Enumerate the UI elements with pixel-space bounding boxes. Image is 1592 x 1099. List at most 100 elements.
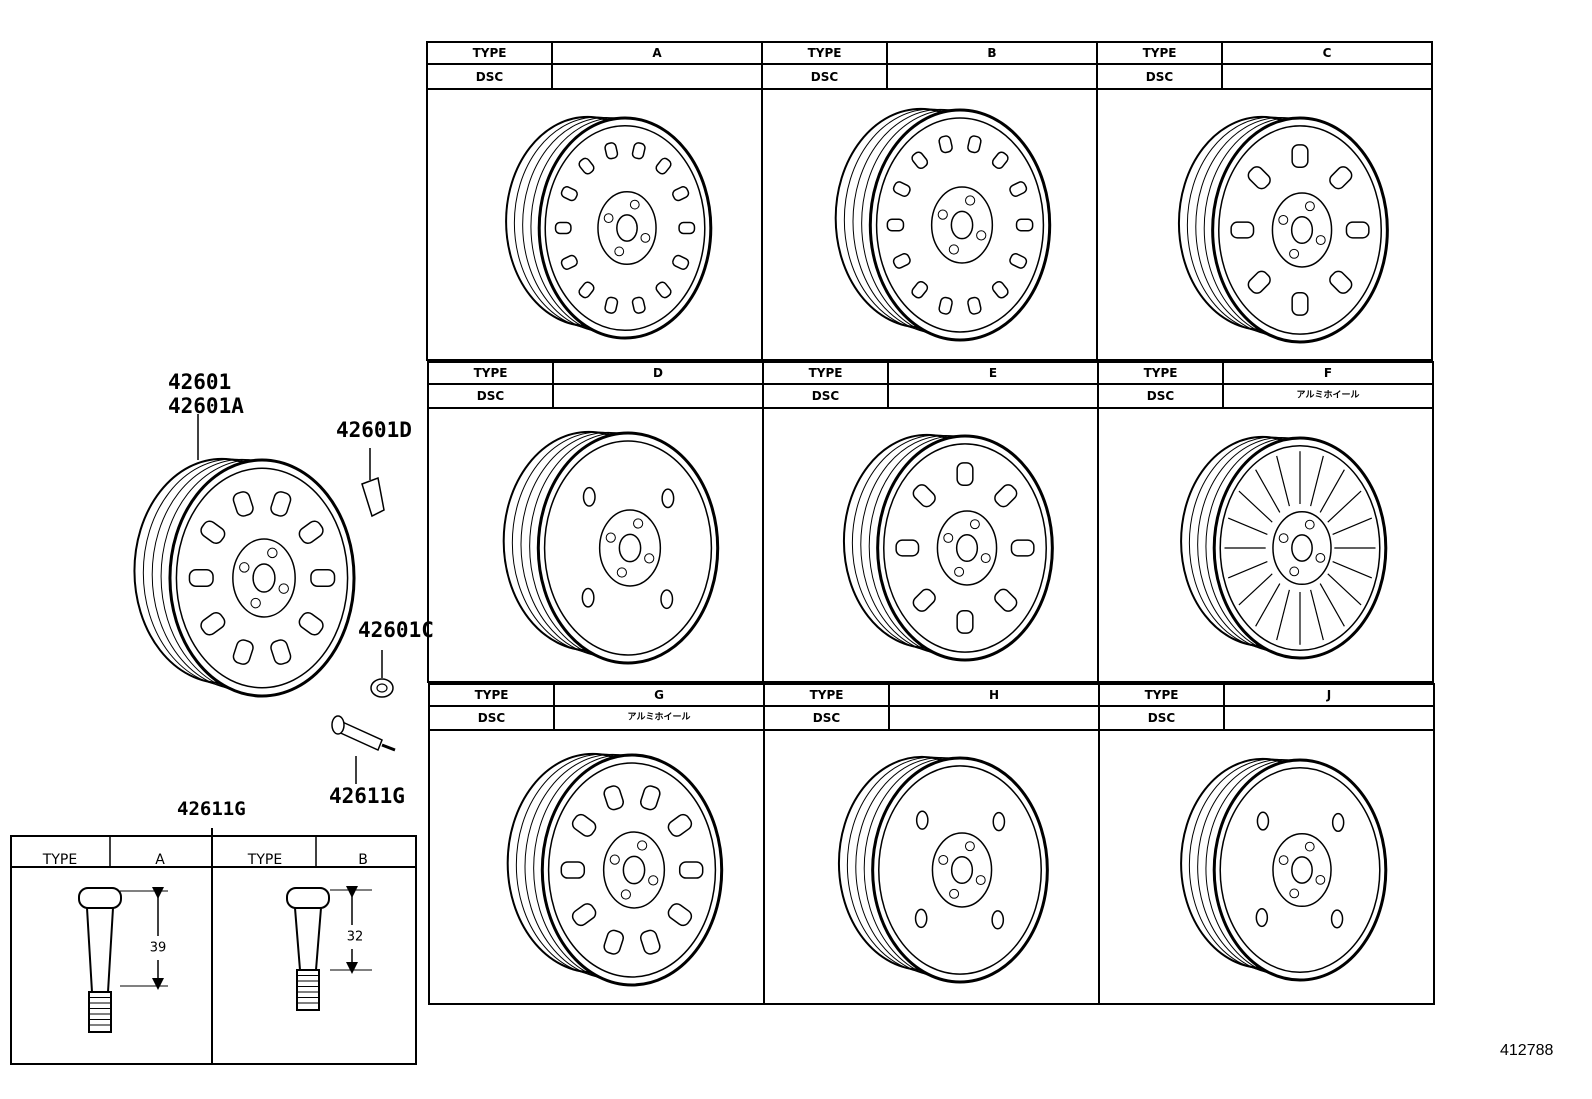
grid-cell-f: [1097, 361, 1434, 683]
wheel-hole: [1255, 907, 1269, 928]
wheel-window: [232, 491, 254, 517]
valve-drawing-a: [78, 887, 122, 1033]
type-label-a: TYPE: [472, 46, 507, 60]
wheel-window: [603, 929, 624, 955]
lug-hole: [1278, 533, 1289, 544]
wheel-spoke: [1276, 455, 1290, 507]
valve-cap: [331, 715, 345, 735]
wheel-spoke: [1327, 490, 1362, 523]
type-label-c: TYPE: [1142, 46, 1177, 60]
lug-hole: [954, 566, 965, 577]
wheel-window: [298, 520, 324, 544]
wheel-window: [1291, 144, 1309, 169]
wheel-window: [604, 296, 619, 314]
wheel-hole: [991, 910, 1005, 930]
dsc-label-a: DSC: [475, 69, 504, 84]
dsc-label-i: DSC: [1147, 711, 1176, 725]
wheel-spoke: [1255, 583, 1281, 627]
part-number-42611g: 42611G: [329, 784, 405, 808]
lug-hole: [976, 230, 987, 241]
valve-dimension-b: 32: [346, 929, 364, 945]
type-value-a: A: [652, 46, 662, 60]
wheel-spoke: [1255, 469, 1281, 513]
lug-hole: [1278, 214, 1289, 225]
valve-type-header-b: TYPE: [247, 852, 283, 868]
wheel-window: [200, 520, 226, 544]
lug-hole: [648, 875, 659, 886]
wheel-hole: [1256, 811, 1270, 831]
hub-center: [1290, 215, 1314, 245]
wheel-window: [938, 296, 953, 315]
wheel-window: [1291, 291, 1309, 316]
type-label-f: TYPE: [1143, 366, 1178, 380]
wheel-spoke: [1327, 573, 1362, 606]
lug-hole: [1304, 201, 1315, 212]
main-wheel: [133, 457, 356, 698]
type-value-b: B: [987, 46, 997, 60]
lug-hole: [980, 553, 991, 564]
wheel-window: [188, 568, 214, 588]
part-number-42601d: 42601D: [336, 418, 412, 442]
wheel-type-h: [837, 755, 1049, 984]
wheel-window: [640, 929, 661, 955]
wheel-window: [560, 861, 586, 879]
wheel-window: [578, 157, 595, 175]
hub-center: [950, 855, 974, 885]
nut-hole: [376, 683, 388, 693]
wheel-window: [994, 588, 1018, 612]
lug-hole: [1289, 248, 1300, 259]
wheel-window: [232, 639, 254, 665]
rim-inner: [543, 440, 713, 656]
lug-hole: [629, 199, 640, 210]
wheel-window: [1247, 270, 1271, 294]
wheel-hole: [661, 488, 675, 509]
wheel-window: [895, 539, 920, 557]
wheel-hole: [915, 810, 929, 830]
valve-dimension-a: 39: [149, 940, 167, 956]
wheel-spoke: [1332, 561, 1373, 579]
lug-hole: [637, 840, 648, 851]
part-number-42601a: 42601A: [168, 394, 244, 418]
wheel-window: [571, 813, 597, 837]
wheel-window: [667, 903, 693, 927]
wheel-window: [310, 568, 336, 588]
part-number-42601: 42601: [168, 370, 232, 394]
dsc-value-f: アルミホイール: [1296, 390, 1360, 401]
lug-hole: [943, 532, 954, 543]
wheel-window: [886, 218, 905, 232]
wheel-window: [912, 588, 936, 612]
lug-hole: [605, 532, 616, 543]
rim-inner: [883, 443, 1047, 653]
dsc-label-h: DSC: [812, 711, 841, 725]
hub-center: [616, 214, 638, 242]
type-label-e: TYPE: [808, 366, 843, 380]
wheel-window: [1009, 253, 1028, 269]
wheel-window: [672, 254, 690, 270]
valve-type-a: A: [155, 852, 165, 868]
wheel-window: [1010, 539, 1035, 557]
wheel-type-i: [1180, 757, 1388, 982]
wheel-window: [631, 296, 646, 314]
lug-hole: [644, 553, 655, 564]
wheel-spoke: [1238, 490, 1273, 523]
wheel-window: [560, 186, 578, 202]
lug-hole: [969, 519, 980, 530]
valve-cap: [286, 887, 330, 909]
wheel-hole: [992, 811, 1006, 832]
dsc-label-d: DSC: [476, 389, 505, 403]
wheel-window: [631, 142, 646, 160]
valve-table-part-number: 42611G: [177, 798, 246, 820]
valve-drawing-b: [286, 887, 330, 1011]
type-value-e: E: [988, 366, 998, 380]
type-label-d: TYPE: [473, 366, 508, 380]
valve-thread: [88, 991, 112, 1033]
hub-center: [950, 210, 974, 240]
lug-hole: [1315, 552, 1326, 563]
lug-hole: [603, 213, 614, 224]
cell-frame: [1096, 41, 1433, 361]
wheel-window: [270, 639, 292, 665]
wheel-spoke: [1332, 517, 1373, 535]
wheel-window: [967, 135, 982, 154]
dsc-label-f: DSC: [1146, 389, 1175, 403]
lug-hole: [239, 562, 250, 573]
